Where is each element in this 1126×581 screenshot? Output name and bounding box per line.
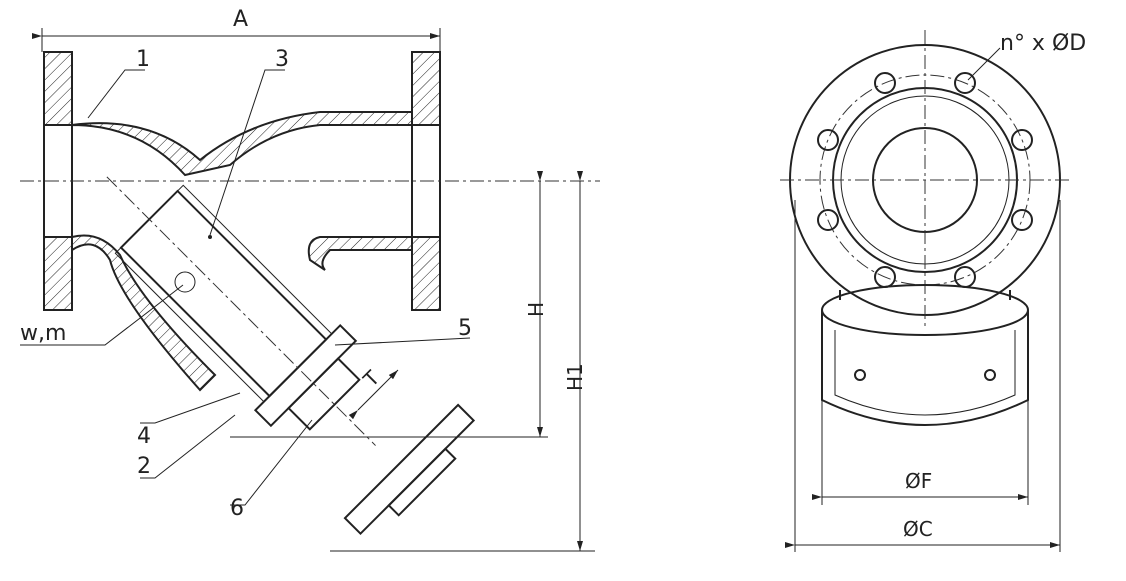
part-2-label: 2 — [137, 454, 151, 479]
right-flange-bottom — [411, 236, 441, 311]
mesh-symbol — [174, 271, 196, 293]
dimension-t-label: T — [358, 365, 385, 392]
dimension-h1-label: H1 — [563, 363, 587, 391]
part-3-label: 3 — [275, 47, 289, 72]
part-4-label: 4 — [137, 424, 151, 449]
removed-cover — [343, 403, 476, 536]
left-flange-bottom — [43, 236, 73, 311]
body-right-wall — [307, 236, 413, 271]
front-view: n° x ØD ØF ØC — [780, 30, 1086, 552]
body-left-wall — [71, 234, 217, 392]
dimension-f-label: ØF — [905, 469, 932, 493]
part-6-label: 6 — [230, 496, 244, 521]
body-top-wall — [71, 110, 413, 177]
part-5-label: 5 — [458, 316, 472, 341]
part-1-label: 1 — [136, 47, 150, 72]
dimension-h-label: H — [524, 302, 548, 317]
left-flange-top — [43, 51, 73, 126]
dimension-a-label: A — [233, 7, 248, 32]
right-flange-top — [411, 51, 441, 126]
drain-plug — [287, 357, 361, 431]
side-view: A 1 3 w,m 4 2 6 5 T H H1 — [20, 7, 600, 552]
dimension-c-label: ØC — [903, 517, 933, 541]
bolt-holes-label: n° x ØD — [1000, 31, 1086, 56]
mesh-label: w,m — [20, 321, 66, 346]
